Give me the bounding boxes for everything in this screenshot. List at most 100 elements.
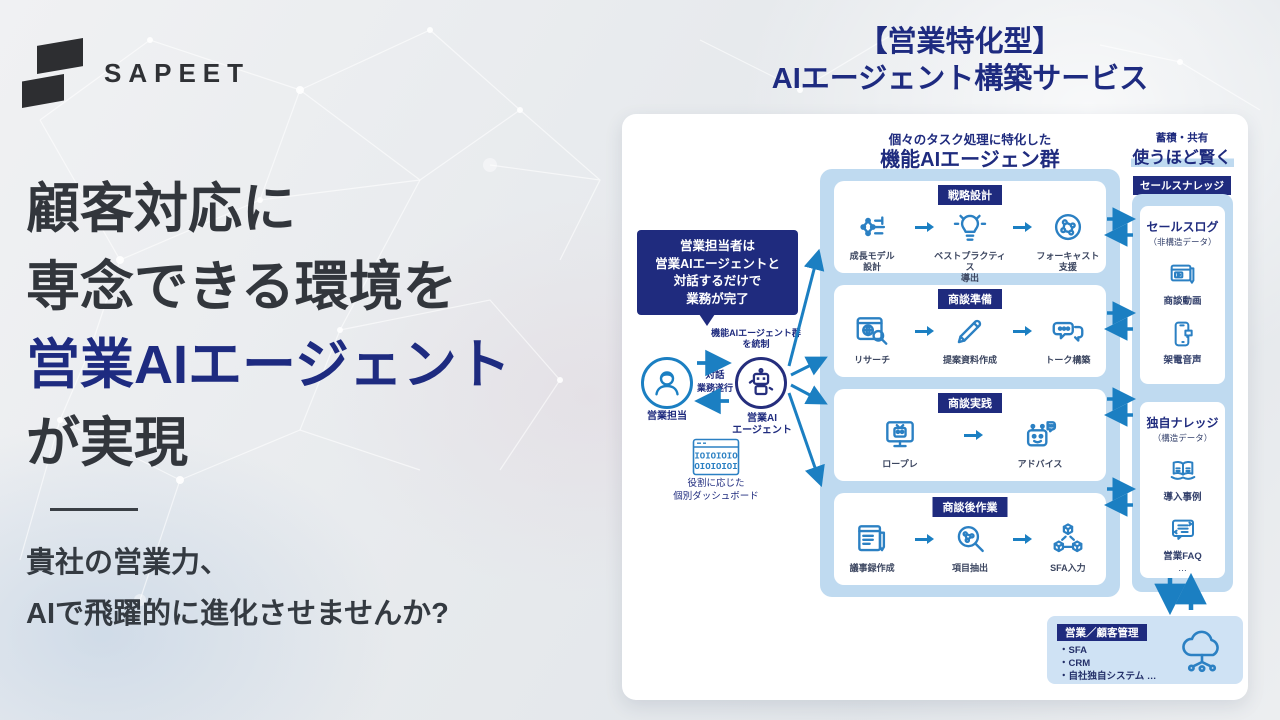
svg-text:OIOIOIOI: OIOIOIOI <box>694 462 737 472</box>
callout-bubble: 営業担当者は 営業AIエージェントと 対話するだけで 業務が完了 <box>637 230 798 315</box>
agent-item-label: 成長モデル 設計 <box>849 251 895 272</box>
agents-title: 機能AIエージェン群 <box>880 149 1060 171</box>
knowledge-box-subtitle: （構造データ） <box>1152 433 1213 443</box>
crm-box: 営業／顧客管理 ・SFA ・CRM ・自社独自システム … <box>1047 616 1243 684</box>
video-icon <box>1167 259 1199 291</box>
dashboard-caption: 役割に応じた 個別ダッシュボード <box>673 478 759 502</box>
knowledge-box-saleslog: セールスログ （非構造データ） 商談動画 架電音声 <box>1140 206 1225 384</box>
knowledge-title: 使うほど賢く <box>1130 149 1234 167</box>
agent-group-practice: 商談実践 ロープレ アドバイス <box>834 389 1106 481</box>
cubes-icon <box>1049 518 1087 560</box>
robot-icon <box>748 367 774 396</box>
knowledge-caption: 蓄積・共有 <box>1155 132 1209 144</box>
dialog-label: 対話 <box>705 370 725 381</box>
agent-group-postwork: 商談後作業 議事録作成 項目抽出 SFA入力 <box>834 493 1106 585</box>
right-arrow-icon <box>1008 518 1032 560</box>
crm-item: ・CRM <box>1059 658 1091 669</box>
right-arrow-icon <box>910 518 935 560</box>
faq-icon <box>1167 514 1199 546</box>
agent-item-label: 提案資料作成 <box>942 355 997 365</box>
knowledge-item-label: 架電音声 <box>1163 355 1202 366</box>
hero-line-3: 営業AIエージェント <box>26 335 511 395</box>
agent-group-badge: 戦略設計 <box>938 185 1002 205</box>
agent-item-label: ベストプラクティス 導出 <box>934 251 1006 283</box>
extract-icon <box>951 518 989 560</box>
service-title: 【営業特化型】 AIエージェント構築サービス <box>771 26 1149 95</box>
agents-caption: 個々のタスク処理に特化した <box>888 133 1052 147</box>
knowledge-badge-wrap: セールスナレッジ <box>1126 176 1238 195</box>
roleplay-icon <box>881 414 919 456</box>
agent-item-label: ロープレ <box>882 459 918 469</box>
task-label: 業務遂行 <box>696 383 733 393</box>
right-arrow-icon <box>910 310 935 352</box>
knowledge-box-original: 独自ナレッジ （構造データ） 導入事例 営業FAQ … <box>1140 402 1225 578</box>
agent-item: ロープレ <box>852 414 948 470</box>
knowledge-box-title: セールスログ <box>1146 220 1219 234</box>
knowledge-box-subtitle: （非構造データ） <box>1148 237 1217 247</box>
agent-item: フォーキャスト 支援 <box>1030 206 1106 284</box>
right-arrow-icon <box>948 414 992 456</box>
hero-subline: 貴社の営業力、 AIで飛躍的に進化させませんか? <box>26 547 449 630</box>
forecast-icon <box>1049 206 1087 248</box>
minutes-icon <box>853 518 891 560</box>
right-arrow-icon <box>1008 206 1032 248</box>
knowledge-item-label: 営業FAQ <box>1163 551 1202 562</box>
crm-badge: 営業／顧客管理 <box>1057 624 1147 641</box>
agent-item: ベストプラクティス 導出 <box>932 206 1008 284</box>
sales-person-circle <box>641 357 693 409</box>
hero-headline: 顧客対応に 専念できる環境を 営業AIエージェント が実現 <box>26 170 511 482</box>
robot-label: 営業AI エージェント <box>732 413 792 436</box>
hero-line-4: が実現 <box>26 413 188 473</box>
hero-line-1: 顧客対応に <box>26 179 296 239</box>
agent-item: 項目抽出 <box>932 518 1008 574</box>
advice-icon <box>1021 414 1059 456</box>
control-note: 機能AIエージェント群 を統制 <box>711 328 801 349</box>
sales-ai-agent-circle <box>735 357 787 409</box>
agent-item: 提案資料作成 <box>932 310 1008 366</box>
agent-group-badge: 商談準備 <box>938 289 1002 309</box>
knowledge-box-title: 独自ナレッジ <box>1146 416 1219 430</box>
hero-divider <box>50 508 138 511</box>
logo-shape-top <box>37 38 83 74</box>
agent-item-label: リサーチ <box>854 355 891 365</box>
phone-icon <box>1167 318 1199 350</box>
hero-line-2: 専念できる環境を <box>26 257 457 317</box>
crm-item: ・自社独自システム … <box>1059 671 1157 682</box>
crm-item: ・SFA <box>1059 645 1087 656</box>
agent-group-preparation: 商談準備 リサーチ 提案資料作成 トーク構築 <box>834 285 1106 377</box>
agent-item: 議事録作成 <box>834 518 910 574</box>
person-icon <box>655 371 679 396</box>
agent-item-label: フォーキャスト 支援 <box>1036 251 1100 272</box>
agent-item-label: 項目抽出 <box>951 563 988 573</box>
right-arrow-icon <box>910 206 935 248</box>
talk-icon <box>1049 310 1087 352</box>
research-icon <box>853 310 891 352</box>
agent-item: アドバイス <box>992 414 1088 470</box>
knowledge-item-label: 導入事例 <box>1163 492 1202 503</box>
logo-shape-bottom <box>22 74 64 108</box>
agent-item-label: SFA入力 <box>1050 563 1086 573</box>
pencil-icon <box>951 310 989 352</box>
agent-item: リサーチ <box>834 310 910 366</box>
right-arrow-icon <box>1008 310 1032 352</box>
cloud-icon <box>1175 628 1231 674</box>
svg-text:IOIOIOIO: IOIOIOIO <box>694 452 738 462</box>
agent-group-badge: 商談後作業 <box>932 497 1008 517</box>
callout-pointer <box>699 314 715 334</box>
agent-group-strategy: 戦略設計 成長モデル 設計 ベストプラクティス 導出 フォーキャスト <box>834 181 1106 283</box>
agent-item-label: アドバイス <box>1017 459 1063 469</box>
agent-group-badge: 商談実践 <box>938 393 1002 413</box>
agent-item: 成長モデル 設計 <box>834 206 910 284</box>
knowledge-ellipsis: … <box>1178 563 1187 573</box>
knowledge-item-label: 商談動画 <box>1163 296 1202 307</box>
brand-name: SAPEET <box>104 58 251 88</box>
agent-item: SFA入力 <box>1030 518 1106 574</box>
growth-model-icon <box>853 206 891 248</box>
book-icon <box>1167 455 1199 487</box>
agent-item: トーク構築 <box>1030 310 1106 366</box>
sales-knowledge-badge: セールスナレッジ <box>1133 176 1231 195</box>
sapeet-logo-icon <box>22 38 84 108</box>
